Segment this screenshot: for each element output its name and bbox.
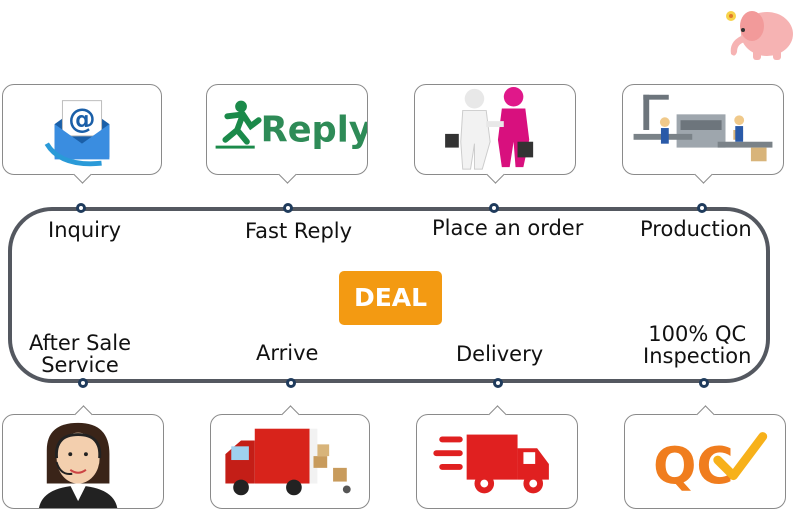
process-loop [8,207,770,383]
step-label-qc: 100% QC Inspection [643,323,751,367]
qc-check-icon: QC [653,432,768,497]
arrive-card [210,405,370,509]
step-label-arrive: Arrive [256,341,319,365]
deal-badge: DEAL [339,271,442,325]
step-dot-inquiry [76,203,86,213]
step-label-qc-line1: 100% QC [648,322,747,346]
reply-logo-text: Reply [261,110,367,151]
production-line-icon [633,94,773,162]
step-label-delivery: Delivery [456,342,544,366]
email-icon: @ [44,100,110,167]
step-label-production: Production [640,217,752,241]
step-label-fast-reply: Fast Reply [245,219,353,243]
step-dot-fast-reply [283,203,293,213]
place-order-card [414,84,576,184]
step-dot-production [697,203,707,213]
step-label-inquiry: Inquiry [48,218,122,242]
inquiry-card: @ [2,84,162,184]
step-dot-qc [699,378,709,388]
step-label-place-order: Place an order [432,216,584,240]
step-label-after-sale-line1: After Sale [29,331,132,355]
delivery-card [416,405,578,509]
fast-reply-card: Reply [206,84,368,184]
qc-card: QC [624,405,786,509]
reply-icon: Reply [215,100,367,151]
step-label-qc-line2: Inspection [643,344,752,368]
after-sale-card [2,405,164,509]
step-dot-arrive [286,378,296,388]
step-dot-delivery [493,378,503,388]
step-dot-after-sale [78,378,88,388]
step-label-after-sale: After Sale Service [29,332,131,376]
production-card [622,84,784,184]
step-dot-place-order [489,203,499,213]
truck-unloading-icon [225,428,351,496]
svg-text:@: @ [68,104,95,135]
step-label-after-sale-line2: Service [41,353,119,377]
handshake-icon [445,86,534,170]
fast-delivery-truck-icon [433,434,549,494]
elephant-logo-icon [719,4,799,62]
support-agent-icon [38,422,118,508]
